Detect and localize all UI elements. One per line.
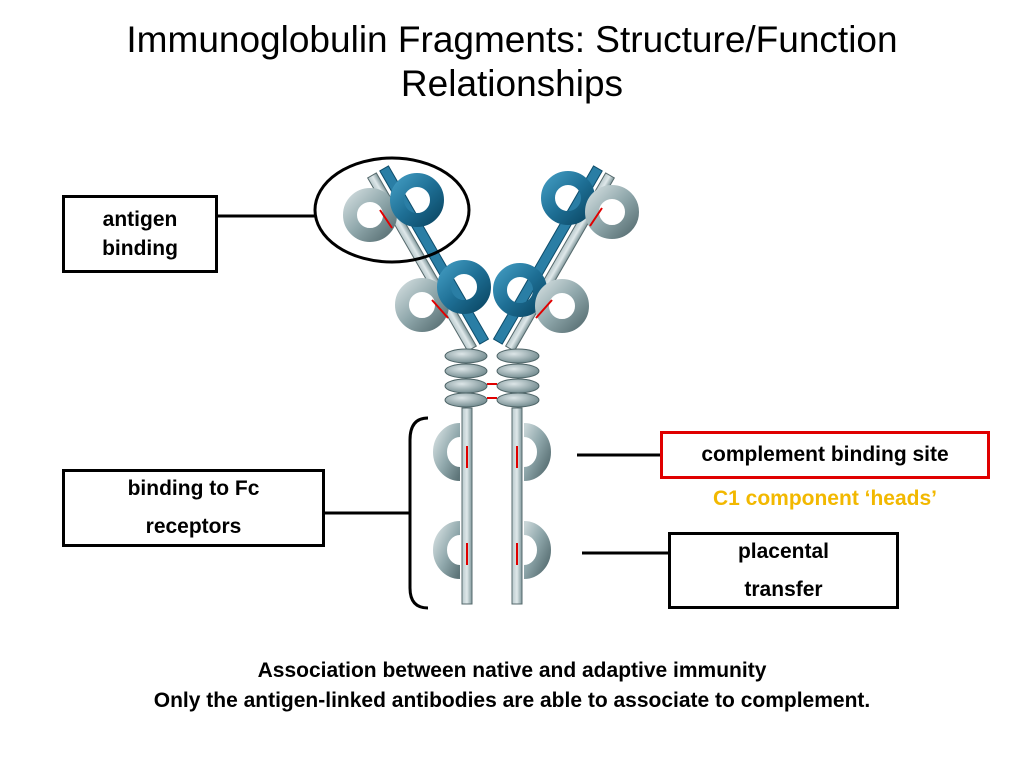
hinge-region (444, 348, 540, 408)
right-vh-domain (585, 185, 639, 239)
left-fc-chain (461, 407, 473, 605)
right-ch1-domain (535, 279, 589, 333)
fc-region (433, 407, 551, 605)
antigen-binding-line-2: binding (102, 237, 178, 260)
placental-transfer-label: placental transfer (668, 532, 899, 609)
left-ch1-domain (395, 278, 449, 332)
right-ch2-domain (523, 423, 551, 481)
left-ch2-domain (433, 423, 461, 481)
title-line-2: Relationships (400, 63, 624, 104)
fc-bracket (408, 416, 429, 610)
title-line-1: Immunoglobulin Fragments: Structure/Func… (126, 19, 898, 60)
right-fab-arm (492, 165, 639, 352)
fc-receptors-line-1: binding to Fc (127, 477, 260, 500)
placental-transfer-line-2: transfer (744, 577, 823, 601)
antigen-binding-line-1: antigen (102, 208, 178, 231)
right-cl-domain (493, 263, 547, 317)
right-ch3-domain (523, 521, 551, 579)
left-vh-domain (343, 188, 397, 242)
fc-receptors-label: binding to Fc receptors (62, 469, 325, 547)
left-ch3-domain (433, 521, 461, 579)
left-cl-domain (437, 260, 491, 314)
placental-transfer-line-1: placental (737, 539, 830, 563)
c1-component-heads-text: C1 component ‘heads’ (712, 487, 938, 510)
right-fc-chain (511, 407, 523, 605)
right-vl-domain (541, 171, 595, 225)
page-title: Immunoglobulin Fragments: Structure/Func… (0, 18, 1024, 106)
antigen-binding-label: antigen binding (62, 195, 218, 273)
caption-line-1: Association between native and adaptive … (257, 659, 767, 682)
left-vl-domain (390, 173, 444, 227)
complement-binding-site-label: complement binding site (660, 431, 990, 479)
caption-line-2: Only the antigen-linked antibodies are a… (153, 689, 871, 712)
complement-binding-site-text: complement binding site (701, 443, 949, 466)
antigen-binding-ellipse (313, 156, 471, 264)
caption: Association between native and adaptive … (0, 656, 1024, 716)
fc-receptors-line-2: receptors (145, 515, 242, 538)
